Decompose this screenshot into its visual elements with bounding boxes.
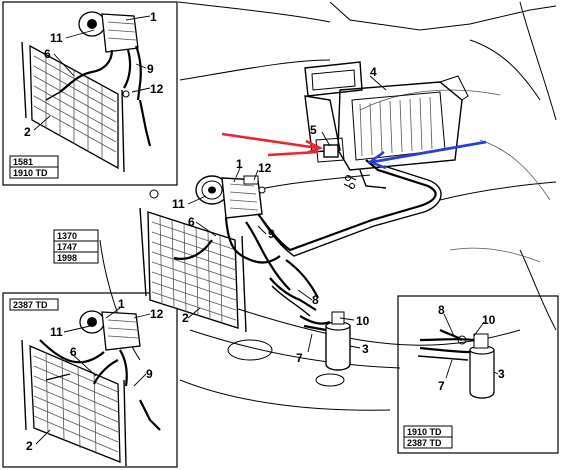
label-part-12-topleft: 12 (150, 82, 164, 96)
label-part-9-bottomleft: 9 (146, 367, 153, 381)
red-arrow-lower (267, 150, 319, 157)
label-part-1-topleft: 1 (150, 10, 157, 24)
label-part-2-bottomleft: 2 (26, 439, 33, 453)
engine-codes-bottom-left: 2387 TD (9, 298, 59, 311)
engine-code: 1581 (13, 157, 33, 167)
label-part-12-bottomleft: 12 (150, 307, 164, 321)
expansion-valve (323, 144, 339, 158)
blue-arrow (367, 140, 487, 170)
label-part-7-main: 7 (296, 351, 303, 365)
inset-bottom-right-drawing (417, 329, 495, 399)
engine-codes-bottom-right: 1910 TD 2387 TD (403, 425, 453, 449)
label-part-9-topleft: 9 (147, 62, 154, 76)
label-part-8-main: 8 (312, 293, 319, 307)
label-part-7-bottomright: 7 (438, 379, 445, 393)
label-part-5: 5 (310, 123, 317, 137)
label-part-12-main: 12 (258, 161, 272, 175)
label-part-3-main: 3 (362, 342, 369, 356)
label-part-11-topleft: 11 (50, 31, 63, 45)
label-part-6-main: 6 (188, 215, 195, 229)
engine-code: 2387 TD (407, 438, 442, 448)
label-part-11-main: 11 (172, 197, 185, 211)
compressor-main (195, 175, 266, 219)
label-part-6-bottomleft: 6 (70, 345, 77, 359)
leader-lines (33, 15, 499, 445)
engine-code: 1998 (57, 253, 77, 263)
condenser-main (139, 189, 247, 333)
label-part-3-bottomright: 3 (498, 367, 505, 381)
engine-code: 1910 TD (407, 427, 442, 437)
label-part-2-topleft: 2 (24, 125, 31, 139)
receiver-drier-main (299, 311, 351, 371)
engine-code: 1370 (57, 231, 77, 241)
label-part-10-main: 10 (356, 314, 370, 328)
label-part-8-bottomright: 8 (438, 303, 445, 317)
red-arrow-upper (221, 132, 324, 155)
label-part-6-topleft: 6 (44, 47, 51, 61)
engine-code: 1747 (57, 242, 77, 252)
engine-code: 1910 TD (13, 168, 48, 178)
label-part-10-bottomright: 10 (482, 313, 496, 327)
inset-top-left-drawing (21, 11, 152, 173)
main-pipes (173, 159, 442, 317)
engine-codes-top-left: 1581 1910 TD (9, 155, 59, 179)
inset-bottom-left-drawing (21, 310, 161, 467)
label-part-1-bottomleft: 1 (118, 297, 125, 311)
label-part-9-main: 9 (268, 227, 275, 241)
label-part-11-bottomleft: 11 (50, 325, 63, 339)
label-part-1-main: 1 (236, 157, 243, 171)
label-part-4: 4 (370, 65, 377, 79)
engine-codes-middle: 1370 1747 1998 (53, 229, 99, 264)
engine-code: 2387 TD (13, 300, 48, 310)
label-part-2-main: 2 (182, 311, 189, 325)
